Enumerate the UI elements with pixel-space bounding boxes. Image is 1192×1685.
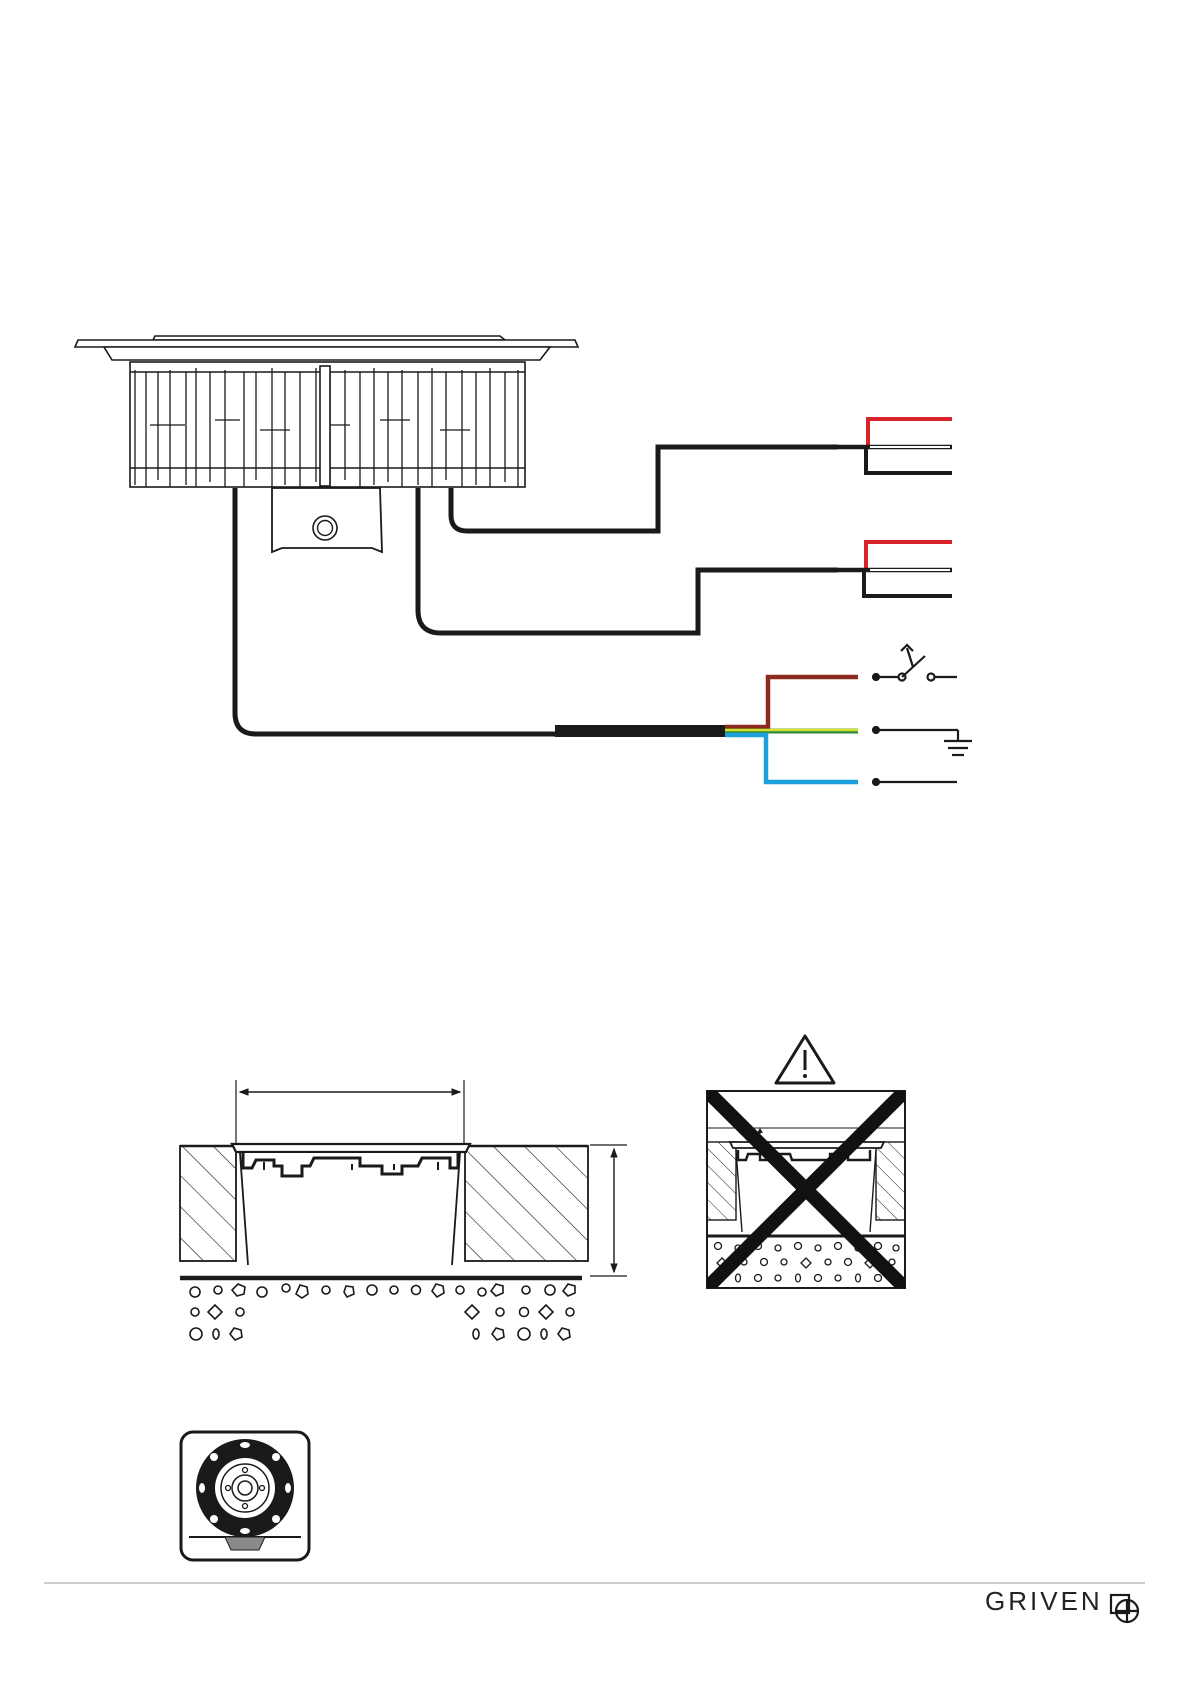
warning-icon <box>776 1036 834 1083</box>
earth-symbol <box>873 727 972 755</box>
incorrect-install-view <box>707 1036 905 1288</box>
live-wire <box>725 677 858 727</box>
signal-cable-2 <box>418 488 555 633</box>
signal-2-red-wire <box>838 542 952 570</box>
luminaire-side-view <box>75 336 578 552</box>
signal-2-black-wire <box>864 570 952 596</box>
signal-cable-2-extension <box>555 570 838 633</box>
signal-1-black-wire <box>866 447 952 473</box>
signal-1-red-wire <box>838 419 952 447</box>
switch-symbol <box>873 645 957 681</box>
recessed-install-icon <box>180 1080 627 1340</box>
griven-logo-icon <box>1111 1595 1138 1622</box>
neutral-wire <box>725 735 858 782</box>
signal-cable-1-extension <box>555 447 838 531</box>
neutral-terminal <box>873 779 957 785</box>
drive-over-icon <box>181 1432 309 1560</box>
signal-cable-1 <box>451 488 555 531</box>
brand-wordmark: GRIVEN <box>985 1586 1103 1617</box>
